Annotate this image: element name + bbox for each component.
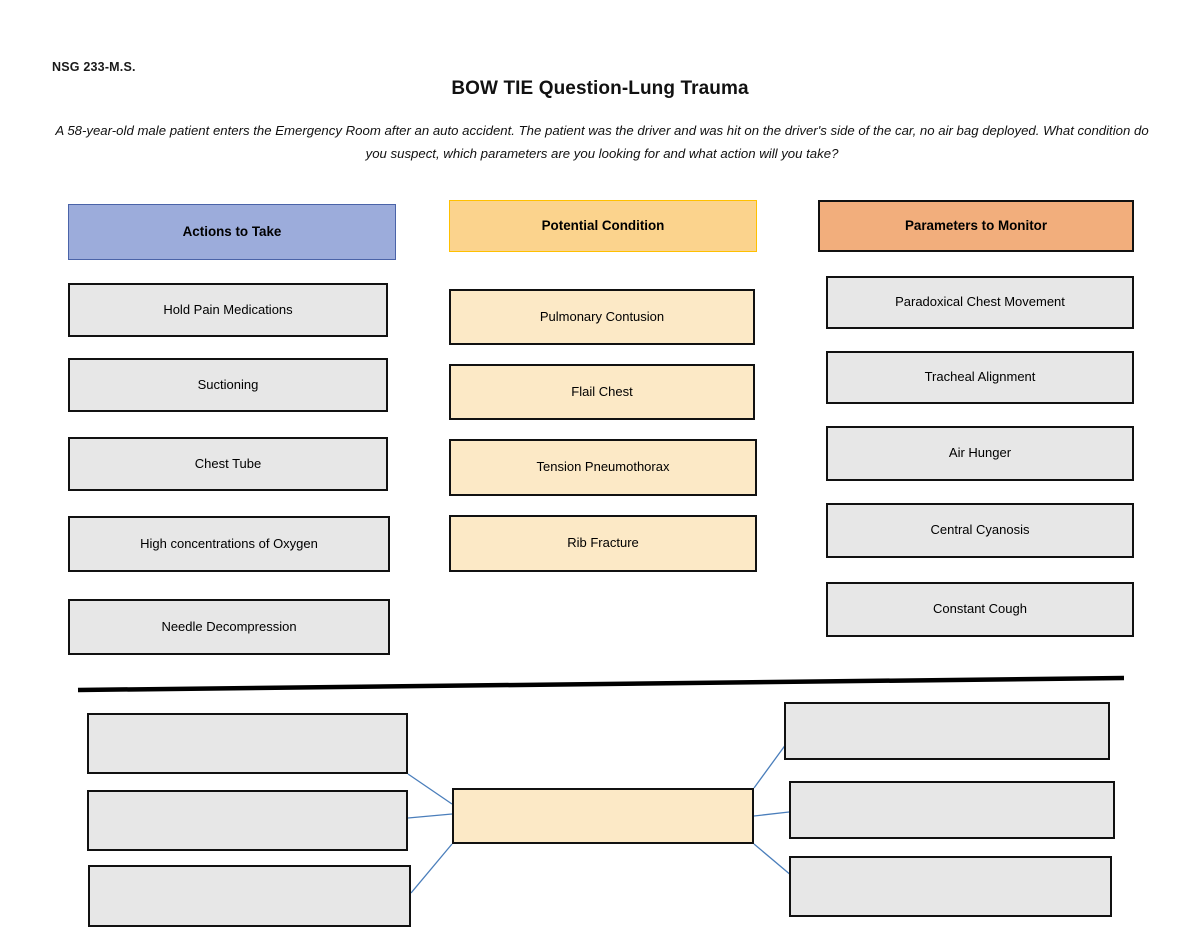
- course-code: NSG 233-M.S.: [52, 60, 136, 74]
- column-header-parameters-to-monitor: Parameters to Monitor: [818, 200, 1134, 252]
- answer-slot-potential-condition[interactable]: [452, 788, 754, 844]
- option-high-concentrations-of-oxygen[interactable]: High concentrations of Oxygen: [68, 516, 390, 572]
- option-chest-tube[interactable]: Chest Tube: [68, 437, 388, 491]
- option-paradoxical-chest-movement[interactable]: Paradoxical Chest Movement: [826, 276, 1134, 329]
- option-constant-cough[interactable]: Constant Cough: [826, 582, 1134, 637]
- option-tracheal-alignment[interactable]: Tracheal Alignment: [826, 351, 1134, 404]
- answer-slot-parameter-1[interactable]: [784, 702, 1110, 760]
- option-hold-pain-medications[interactable]: Hold Pain Medications: [68, 283, 388, 337]
- section-divider: [0, 660, 1200, 700]
- divider-line-icon: [77, 675, 1125, 693]
- option-pulmonary-contusion[interactable]: Pulmonary Contusion: [449, 289, 755, 345]
- option-central-cyanosis[interactable]: Central Cyanosis: [826, 503, 1134, 558]
- answer-slot-parameter-2[interactable]: [789, 781, 1115, 839]
- answer-slot-action-2[interactable]: [87, 790, 408, 851]
- option-rib-fracture[interactable]: Rib Fracture: [449, 515, 757, 572]
- bow-tie-answer-diagram: [0, 688, 1200, 927]
- column-header-actions-to-take: Actions to Take: [68, 204, 396, 260]
- option-flail-chest[interactable]: Flail Chest: [449, 364, 755, 420]
- answer-slot-action-3[interactable]: [88, 865, 411, 927]
- option-tension-pneumothorax[interactable]: Tension Pneumothorax: [449, 439, 757, 496]
- option-air-hunger[interactable]: Air Hunger: [826, 426, 1134, 481]
- answer-slot-action-1[interactable]: [87, 713, 408, 774]
- column-header-potential-condition: Potential Condition: [449, 200, 757, 252]
- option-columns: Actions to Take Hold Pain Medications Su…: [0, 196, 1200, 666]
- option-suctioning[interactable]: Suctioning: [68, 358, 388, 412]
- page-title: BOW TIE Question-Lung Trauma: [451, 78, 749, 99]
- scenario-text: A 58-year-old male patient enters the Em…: [55, 123, 1149, 161]
- option-needle-decompression[interactable]: Needle Decompression: [68, 599, 390, 655]
- answer-slot-parameter-3[interactable]: [789, 856, 1112, 917]
